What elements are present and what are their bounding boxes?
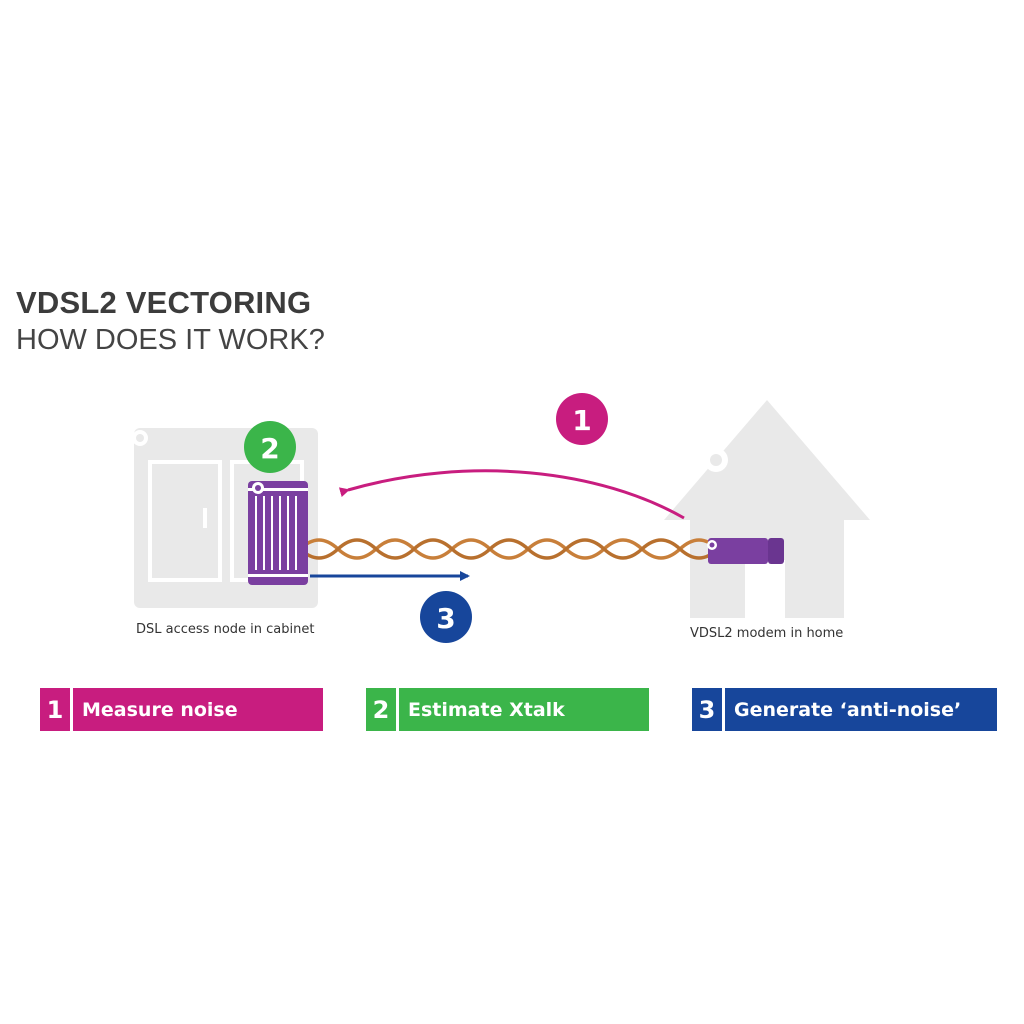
step-measure-noise: 1 Measure noise	[40, 688, 323, 731]
step-label: Measure noise	[73, 688, 323, 731]
vdsl2-modem-icon	[707, 538, 784, 564]
step-number: 1	[40, 688, 70, 731]
step-number: 2	[366, 688, 396, 731]
home-caption: VDSL2 modem in home	[690, 626, 843, 641]
marker-2-label: 2	[260, 432, 279, 465]
step-number: 3	[692, 688, 722, 731]
step-generate-anti-noise: 3 Generate ‘anti-noise’	[692, 688, 997, 731]
marker-3: 3	[420, 591, 472, 643]
marker-3-label: 3	[436, 602, 455, 635]
dsl-access-node-icon	[248, 481, 308, 585]
house-icon	[664, 400, 870, 618]
marker-1-label: 1	[572, 404, 591, 437]
marker-2: 2	[244, 421, 296, 473]
cabinet-caption: DSL access node in cabinet	[136, 622, 314, 637]
marker-1: 1	[556, 393, 608, 445]
measure-noise-arrow	[348, 471, 684, 518]
step-label: Generate ‘anti-noise’	[725, 688, 997, 731]
twisted-pair-cable	[300, 540, 718, 558]
step-estimate-xtalk: 2 Estimate Xtalk	[366, 688, 649, 731]
step-label: Estimate Xtalk	[399, 688, 649, 731]
